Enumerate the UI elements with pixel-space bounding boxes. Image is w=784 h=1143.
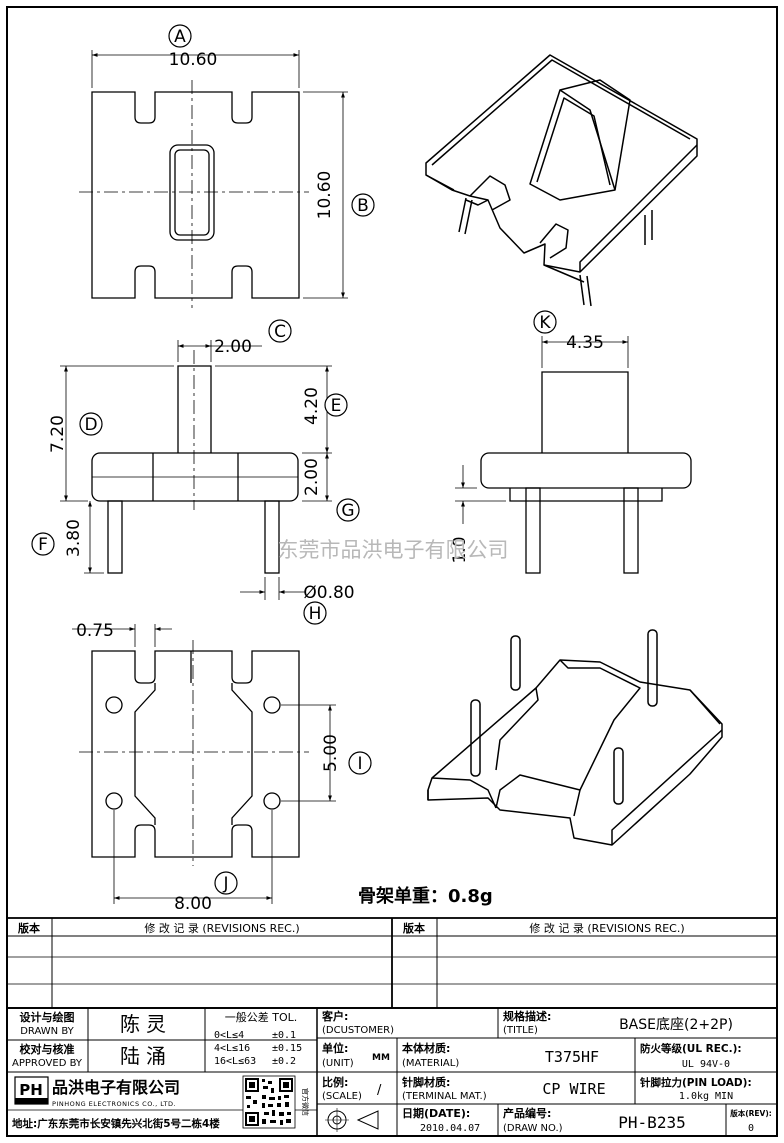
tol-value-1: ±0.1 — [272, 1030, 296, 1041]
iso-top-view — [425, 54, 698, 307]
material-label-en: (MATERIAL) — [402, 1058, 459, 1069]
terminal-label-cn: 针脚材质: — [402, 1075, 450, 1089]
balloon-d: D — [84, 415, 97, 435]
company-name-cn: 品洪电子有限公司 — [52, 1078, 180, 1097]
draw-no-value: PH-B235 — [618, 1113, 685, 1132]
front-view — [60, 340, 332, 600]
balloon-b: B — [357, 196, 369, 216]
tol-value-3: ±0.2 — [272, 1056, 296, 1067]
material-value: T375HF — [545, 1048, 599, 1066]
customer-label-cn: 客户: — [321, 1009, 348, 1023]
rev-header-version-left: 版本 — [18, 921, 40, 935]
tol-value-2: ±0.15 — [272, 1043, 302, 1054]
balloon-labels: A B C D E F G H K I J — [38, 27, 551, 894]
approved-by-label-cn: 校对与核准 — [20, 1042, 75, 1056]
dim-gap-value: 0.75 — [76, 621, 114, 641]
drawn-by-name: 陈灵 — [120, 1012, 172, 1036]
dim-k-value: 4.35 — [566, 333, 604, 353]
qr-caption: 官方微信 — [301, 1088, 310, 1116]
qr-code — [242, 1075, 296, 1129]
unit-value: MM — [372, 1053, 390, 1063]
terminal-value: CP WIRE — [542, 1080, 605, 1098]
approved-by-name: 陆涌 — [120, 1044, 172, 1068]
pin-load-label: 针脚拉力(PIN LOAD): — [639, 1076, 752, 1089]
title-label-cn: 规格描述: — [503, 1009, 551, 1023]
part-weight: 骨架单重：0.8g — [358, 885, 493, 907]
balloon-c: C — [274, 322, 286, 342]
dim-i-value: 5.00 — [321, 734, 341, 772]
dim-k-left-value: 1.0 — [450, 536, 470, 563]
balloon-f: F — [38, 535, 48, 555]
material-label-cn: 本体材质: — [402, 1041, 450, 1055]
draw-no-label-cn: 产品编号: — [503, 1106, 551, 1120]
company-logo: PH — [14, 1076, 49, 1105]
approved-by-label-en: APPROVED BY — [12, 1058, 83, 1069]
tol-range-3: 16<L≤63 — [214, 1056, 256, 1067]
side-view — [455, 336, 692, 574]
drawn-by-label-en: DRAWN BY — [20, 1026, 74, 1037]
dim-a-value: 10.60 — [169, 50, 218, 70]
watermark-text: 东莞市品洪电子有限公司 — [278, 538, 509, 562]
ul-value: UL 94V-0 — [682, 1059, 730, 1070]
tolerance-title: 一般公差 TOL. — [225, 1010, 298, 1024]
title-label-en: (TITLE) — [503, 1025, 538, 1036]
scale-label-cn: 比例: — [322, 1075, 348, 1089]
date-value: 2010.04.07 — [420, 1123, 480, 1134]
projection-symbol-icon — [325, 1108, 379, 1132]
dim-d-value: 7.20 — [48, 415, 68, 453]
rev-header-record-left: 修 改 记 录 (REVISIONS REC.) — [144, 921, 299, 935]
company-address: 地址:广东东莞市长安镇先兴北街5号二栋4楼 — [12, 1117, 220, 1130]
customer-label-en: (DCUSTOMER) — [322, 1025, 394, 1036]
balloon-k: K — [539, 313, 551, 333]
top-view — [79, 50, 348, 308]
dim-h-value: Ø0.80 — [303, 583, 354, 603]
date-label: 日期(DATE): — [402, 1106, 470, 1120]
bottom-view — [72, 624, 336, 904]
rev-value: 0 — [748, 1123, 754, 1134]
drawn-by-label-cn: 设计与绘图 — [20, 1010, 75, 1024]
balloon-g: G — [341, 501, 354, 521]
scale-value: / — [377, 1083, 382, 1098]
balloon-e: E — [331, 396, 342, 416]
tol-range-1: 0<L≤4 — [214, 1030, 244, 1041]
balloon-a: A — [174, 27, 186, 47]
dim-c-value: 2.00 — [214, 337, 252, 357]
rev-label: 版本(REV): — [729, 1108, 772, 1118]
title-value: BASE底座(2+2P) — [619, 1017, 733, 1033]
balloons — [31, 24, 557, 895]
balloon-i: I — [357, 754, 362, 774]
ul-label: 防火等级(UL REC.): — [640, 1042, 742, 1055]
company-name-en: PINHONG ELECTRONICS CO., LTD. — [52, 1100, 176, 1108]
dim-j-value: 8.00 — [174, 894, 212, 914]
title-block-grid — [6, 1007, 778, 1137]
balloon-h: H — [309, 604, 322, 624]
dim-g-value: 2.00 — [302, 458, 322, 496]
rev-header-version-right: 版本 — [403, 921, 425, 935]
rev-header-record-right: 修 改 记 录 (REVISIONS REC.) — [529, 921, 684, 935]
unit-label-cn: 单位: — [322, 1041, 348, 1055]
tol-range-2: 4<L≤16 — [214, 1043, 250, 1054]
dim-f-value: 3.80 — [64, 519, 84, 557]
scale-label-en: (SCALE) — [322, 1091, 362, 1102]
logo-mark-text: PH — [19, 1081, 43, 1099]
iso-bottom-view — [427, 629, 723, 846]
dim-e-value: 4.20 — [302, 387, 322, 425]
balloon-j: J — [222, 874, 228, 894]
draw-no-label-en: (DRAW NO.) — [503, 1123, 563, 1134]
terminal-label-en: (TERMINAL MAT.) — [402, 1091, 487, 1102]
dim-b-value: 10.60 — [315, 171, 335, 220]
unit-label-en: (UNIT) — [322, 1058, 354, 1069]
pin-load-value: 1.0kg MIN — [679, 1091, 733, 1102]
